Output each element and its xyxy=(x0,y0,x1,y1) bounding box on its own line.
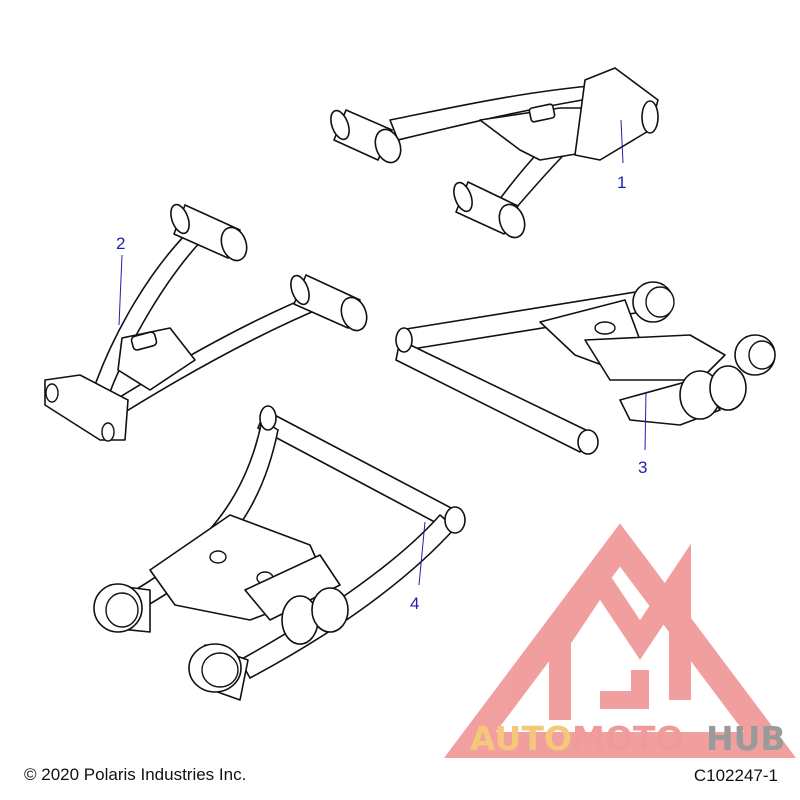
part-4-lower-a-arm xyxy=(93,405,466,701)
watermark-hub: HUB xyxy=(706,719,786,758)
part-1-upper-a-arm xyxy=(330,67,659,239)
callout-4: 4 xyxy=(410,594,419,613)
leader-line-2 xyxy=(118,254,123,326)
part-3-lower-a-arm xyxy=(395,281,776,455)
watermark-text: AUTO MOTO HUB xyxy=(470,719,786,758)
part-2-a-arm xyxy=(44,203,368,442)
leader-line-3 xyxy=(644,391,647,451)
copyright-notice: © 2020 Polaris Industries Inc. xyxy=(24,765,247,784)
watermark-auto: AUTO xyxy=(470,719,572,758)
leader-line-1 xyxy=(620,119,624,164)
watermark-moto: MOTO xyxy=(572,719,683,758)
drawing-number: C102247-1 xyxy=(693,766,778,785)
callout-3: 3 xyxy=(638,458,647,477)
watermark-logo xyxy=(444,523,796,758)
leader-line-4 xyxy=(418,521,426,586)
callout-1: 1 xyxy=(617,173,626,192)
callout-2: 2 xyxy=(116,234,125,253)
